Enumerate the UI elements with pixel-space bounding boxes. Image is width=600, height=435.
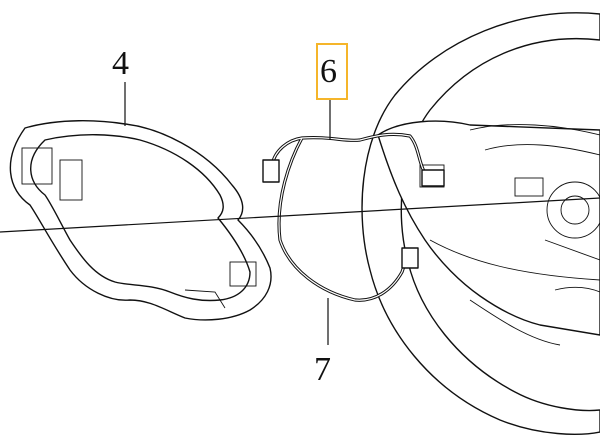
steering-wheel bbox=[361, 12, 600, 435]
part-7-wiring-harness bbox=[262, 132, 445, 302]
cover-tab-left-2 bbox=[59, 159, 83, 201]
hub-detail-1 bbox=[469, 124, 600, 136]
hub-boss-inner bbox=[560, 195, 590, 225]
part-4-cover-frame bbox=[9, 120, 272, 321]
cover-tab-left bbox=[21, 147, 53, 185]
hub-bracket bbox=[514, 177, 544, 197]
hub-detail-2 bbox=[484, 144, 600, 156]
lower-spoke bbox=[469, 299, 561, 346]
cover-frame-inner bbox=[30, 134, 251, 302]
cover-tab-right bbox=[229, 261, 257, 287]
hub-boss bbox=[546, 181, 600, 239]
harness-connector-bottom bbox=[401, 247, 419, 269]
callout-7[interactable]: 7 bbox=[314, 351, 331, 388]
hub-detail-5 bbox=[554, 286, 600, 293]
assembly-axis-line bbox=[0, 197, 600, 233]
callout-6[interactable]: 6 bbox=[320, 53, 337, 90]
hub-detail-4 bbox=[544, 239, 600, 261]
callout-6-highlight bbox=[316, 43, 348, 100]
callout-4[interactable]: 4 bbox=[112, 45, 129, 82]
hub-detail-3 bbox=[429, 239, 600, 281]
harness-connector-top bbox=[421, 169, 445, 187]
cover-tab-lower bbox=[184, 289, 226, 309]
harness-connector-left bbox=[262, 159, 280, 183]
